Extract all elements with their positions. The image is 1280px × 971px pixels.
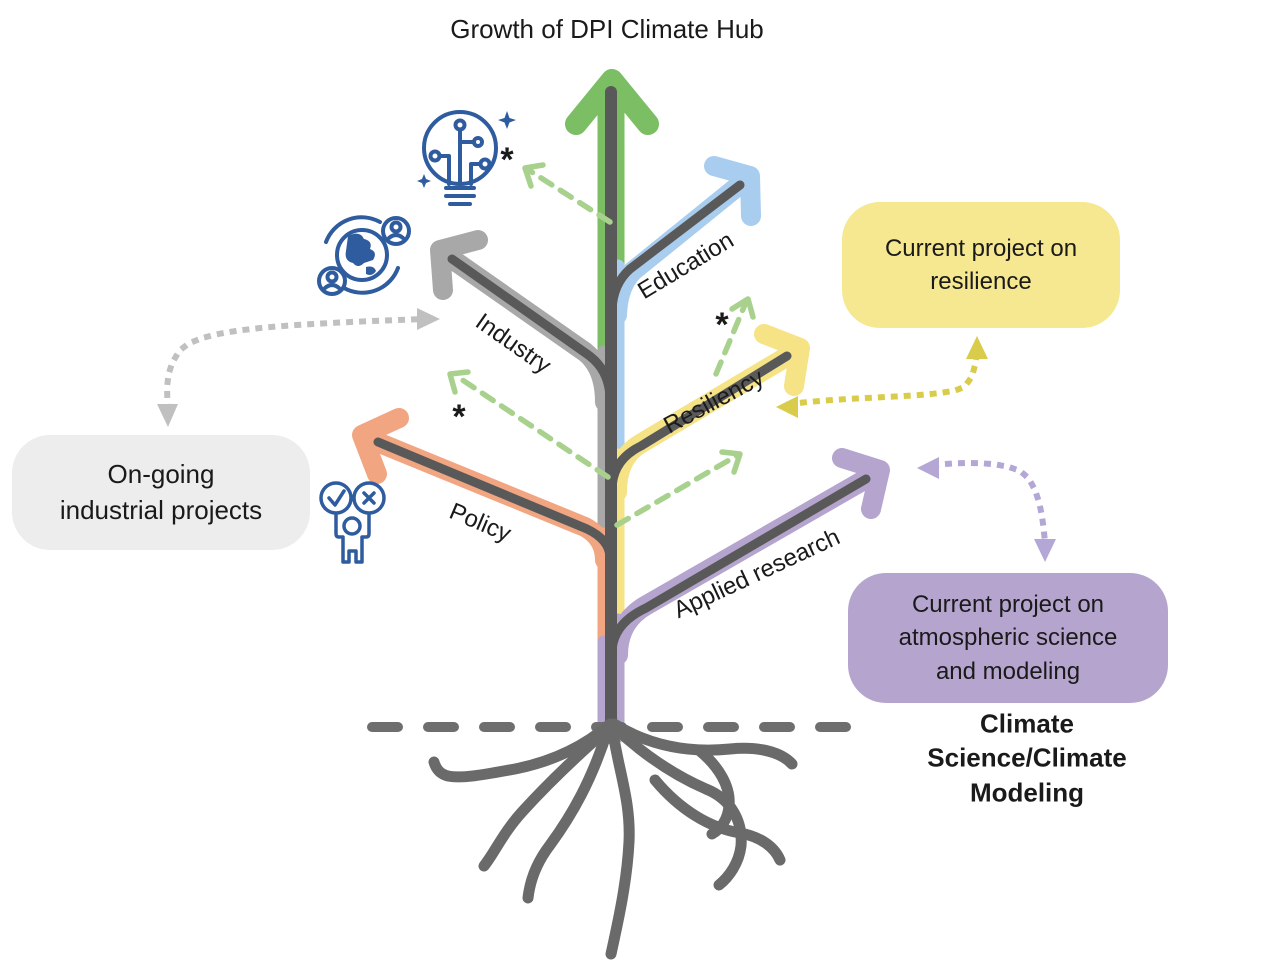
dashed-growth-arrows (447, 162, 756, 528)
sparkle-icon (498, 111, 516, 129)
check-icon (327, 489, 346, 507)
cross-icon (362, 491, 376, 505)
callout-resilience-text: Current project on resilience (884, 234, 1078, 295)
asterisk-marker: * (715, 306, 729, 345)
dashed-arrow-applied (614, 449, 743, 528)
callout-atmospheric-box: Current project on atmospheric science a… (848, 573, 1168, 703)
person-approval-icon (319, 481, 386, 564)
connector-atmospheric (917, 457, 1056, 562)
callout-resilience-box: Current project on resilience (842, 202, 1120, 328)
diagram-title: Growth of DPI Climate Hub (450, 13, 764, 44)
callout-industrial-text: On-going industrial projects (59, 458, 263, 525)
connector-industrial (157, 308, 440, 427)
branch-applied-research (608, 448, 890, 665)
globe-people-icon (317, 215, 411, 296)
callout-industrial-box: On-going industrial projects (12, 435, 310, 550)
dashed-arrow-top-left (522, 162, 613, 225)
dashed-arrow-policy (447, 369, 611, 480)
lightbulb-circuit-icon (417, 110, 516, 206)
asterisk-marker: * (500, 141, 514, 180)
sparkle-icon (417, 174, 431, 188)
trunk-and-branch-cores (373, 86, 871, 744)
connector-resilience (776, 336, 988, 418)
roots (428, 718, 798, 960)
ground-label: Climate Science/Climate Modeling (927, 708, 1127, 808)
asterisk-marker: * (452, 398, 466, 437)
callout-atmospheric-text: Current project on atmospheric science a… (898, 591, 1118, 685)
dashed-arrow-resiliency (713, 296, 756, 377)
